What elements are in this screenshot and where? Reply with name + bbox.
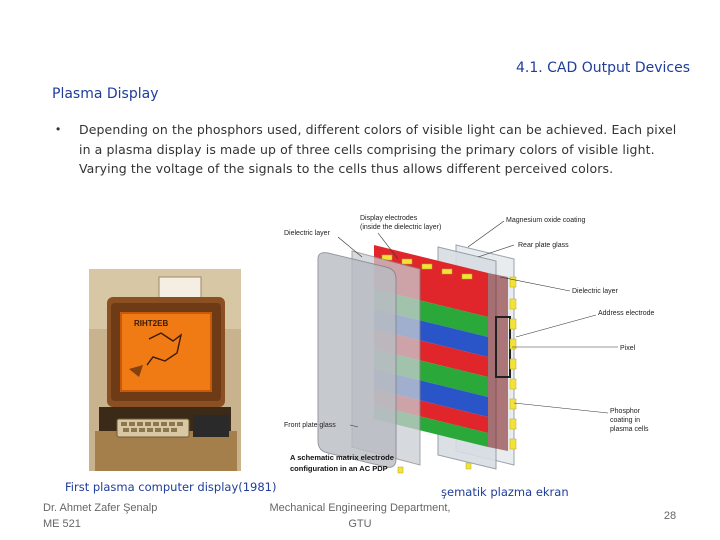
photo-device [193,415,229,437]
footer-department: Mechanical Engineering Department, [255,500,465,516]
label-phosphor-3: plasma cells [610,426,649,433]
section-title: 4.1. CAD Output Devices [470,60,690,76]
label-rear-plate: Rear plate glass [518,242,569,249]
footer-department-block: Mechanical Engineering Department, GTU [255,500,465,532]
plasma-schematic-diagram: Display electrodes (inside the dielectri… [278,207,670,479]
footer-author-block: Dr. Ahmet Zafer Şenalp ME 521 [43,500,157,532]
page-number: 28 [655,508,685,524]
schematic-title-1: A schematic matrix electrode [290,453,394,462]
schematic-caption: şematik plazma ekran [441,485,569,499]
bullet-icon: • [56,122,60,136]
front-plate-glass [318,253,396,468]
label-dielectric-right: Dielectric layer [572,288,619,295]
label-dielectric-top: Dielectric layer [284,230,331,237]
footer-institution: GTU [255,516,465,532]
label-display-electrodes: Display electrodes [360,215,418,222]
body-paragraph: Depending on the phosphors used, differe… [79,120,679,179]
label-address-electrode: Address electrode [598,310,655,317]
plasma-terminal-photo: RIHT2EB [89,269,241,471]
address-electrodes [510,277,516,449]
label-front-plate: Front plate glass [284,422,336,429]
label-phosphor-2: coating in [610,417,640,424]
footer-course: ME 521 [43,516,157,532]
label-pixel: Pixel [620,345,636,352]
schematic-title-2: configuration in an AC PDP [290,464,388,473]
label-magnesium: Magnesium oxide coating [506,217,585,224]
label-display-electrodes-sub: (inside the dielectric layer) [360,224,441,231]
footer-author: Dr. Ahmet Zafer Şenalp [43,500,157,516]
slide-subtitle: Plasma Display [52,86,158,102]
photo-caption: First plasma computer display(1981) [65,480,277,494]
label-phosphor-1: Phosphor [610,408,641,415]
screen-text: RIHT2EB [134,319,168,328]
